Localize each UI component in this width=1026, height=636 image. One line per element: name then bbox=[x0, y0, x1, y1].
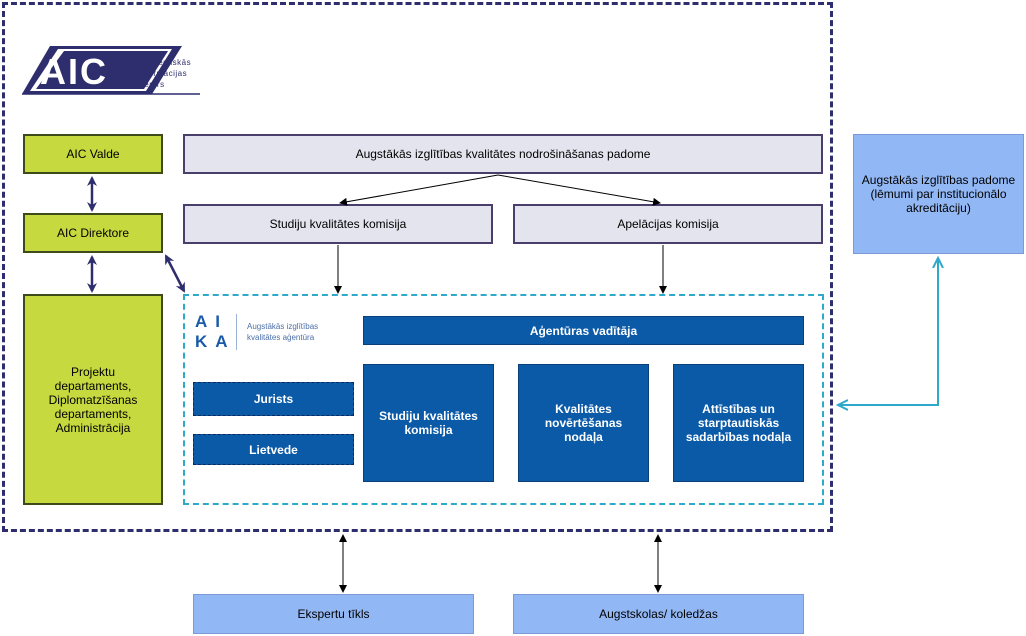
aic-logo-letters: AIC bbox=[40, 51, 108, 92]
aika-boundary-frame bbox=[183, 294, 824, 505]
apelacijas-komisija-label: Apelācijas komisija bbox=[617, 217, 719, 231]
kvalitates-padome-label: Augstākās izglītības kvalitātes nodrošin… bbox=[355, 147, 651, 161]
attistibas-nodala-label: Attīstības un starptautiskās sadarbības … bbox=[685, 402, 792, 444]
departments-label: Projektu departaments, Diplomatzīšanas d… bbox=[48, 364, 138, 435]
augstskolas-label: Augstskolas/ koledžas bbox=[599, 607, 718, 621]
arrow-padome-to-studiju bbox=[339, 174, 499, 206]
aic-valde-label: AIC Valde bbox=[66, 147, 120, 161]
arrow-aika-izglitibas-padome-up bbox=[838, 258, 938, 406]
augstskolas-box: Augstskolas/ koledžas bbox=[513, 594, 804, 634]
aic-direktore-label: AIC Direktore bbox=[56, 226, 130, 240]
aic-logo-mark: AIC bbox=[22, 46, 200, 95]
aika-logo-letters-bottom: KA bbox=[195, 332, 236, 351]
ekspertu-tikls-box: Ekspertu tīkls bbox=[193, 594, 474, 634]
arrow-direktore-aika bbox=[164, 254, 186, 293]
izglitibas-padome-box: Augstākās izglītības padome (lēmumi par … bbox=[853, 134, 1024, 254]
studiju-komisija-label: Studiju kvalitātes komisija bbox=[269, 217, 407, 231]
aic-direktore-box: AIC Direktore bbox=[23, 213, 163, 253]
aika-logo-letters-top: AI bbox=[195, 312, 228, 331]
studiju-komisija-box: Studiju kvalitātes komisija bbox=[183, 204, 493, 244]
novertesanas-nodala-label: Kvalitātes novērtēšanas nodaļa bbox=[544, 402, 623, 444]
logo-line-2: Informācijas bbox=[138, 69, 188, 78]
lietvede-box: Lietvede bbox=[193, 434, 354, 465]
aic-boundary-frame bbox=[2, 2, 833, 532]
kvalitates-padome-box: Augstākās izglītības kvalitātes nodrošin… bbox=[183, 134, 823, 174]
apelacijas-komisija-box: Apelācijas komisija bbox=[513, 204, 823, 244]
aika-logo: AI KA Augstākās izglītības kvalitātes aģ… bbox=[195, 312, 345, 354]
aic-logo: AIC Akadēmiskās Informācijas Centrs bbox=[22, 46, 202, 96]
aic-valde-box: AIC Valde bbox=[23, 134, 163, 174]
attistibas-nodala-box: Attīstības un starptautiskās sadarbības … bbox=[673, 364, 804, 482]
aika-studiju-komisija-box: Studiju kvalitātes komisija bbox=[363, 364, 494, 482]
logo-line-1: Akadēmiskās bbox=[138, 58, 192, 67]
logo-line-3: Centrs bbox=[138, 80, 165, 89]
aika-studiju-komisija-label: Studiju kvalitātes komisija bbox=[379, 409, 478, 437]
agenturas-vaditaja-box: Aģentūras vadītāja bbox=[363, 316, 804, 345]
izglitibas-padome-label: Augstākās izglītības padome (lēmumi par … bbox=[861, 173, 1016, 215]
jurists-box: Jurists bbox=[193, 382, 354, 416]
aika-logo-sub-2: kvalitātes aģentūra bbox=[247, 333, 315, 342]
arrow-padome-to-apelacijas bbox=[497, 174, 661, 206]
lietvede-label: Lietvede bbox=[249, 442, 298, 457]
aika-logo-divider bbox=[236, 314, 237, 350]
agenturas-vaditaja-label: Aģentūras vadītāja bbox=[529, 323, 638, 338]
jurists-label: Jurists bbox=[253, 392, 294, 406]
ekspertu-tikls-label: Ekspertu tīkls bbox=[297, 607, 370, 621]
novertesanas-nodala-box: Kvalitātes novērtēšanas nodaļa bbox=[518, 364, 649, 482]
aika-logo-sub-1: Augstākās izglītības bbox=[247, 322, 319, 331]
departments-box: Projektu departaments, Diplomatzīšanas d… bbox=[23, 294, 163, 505]
